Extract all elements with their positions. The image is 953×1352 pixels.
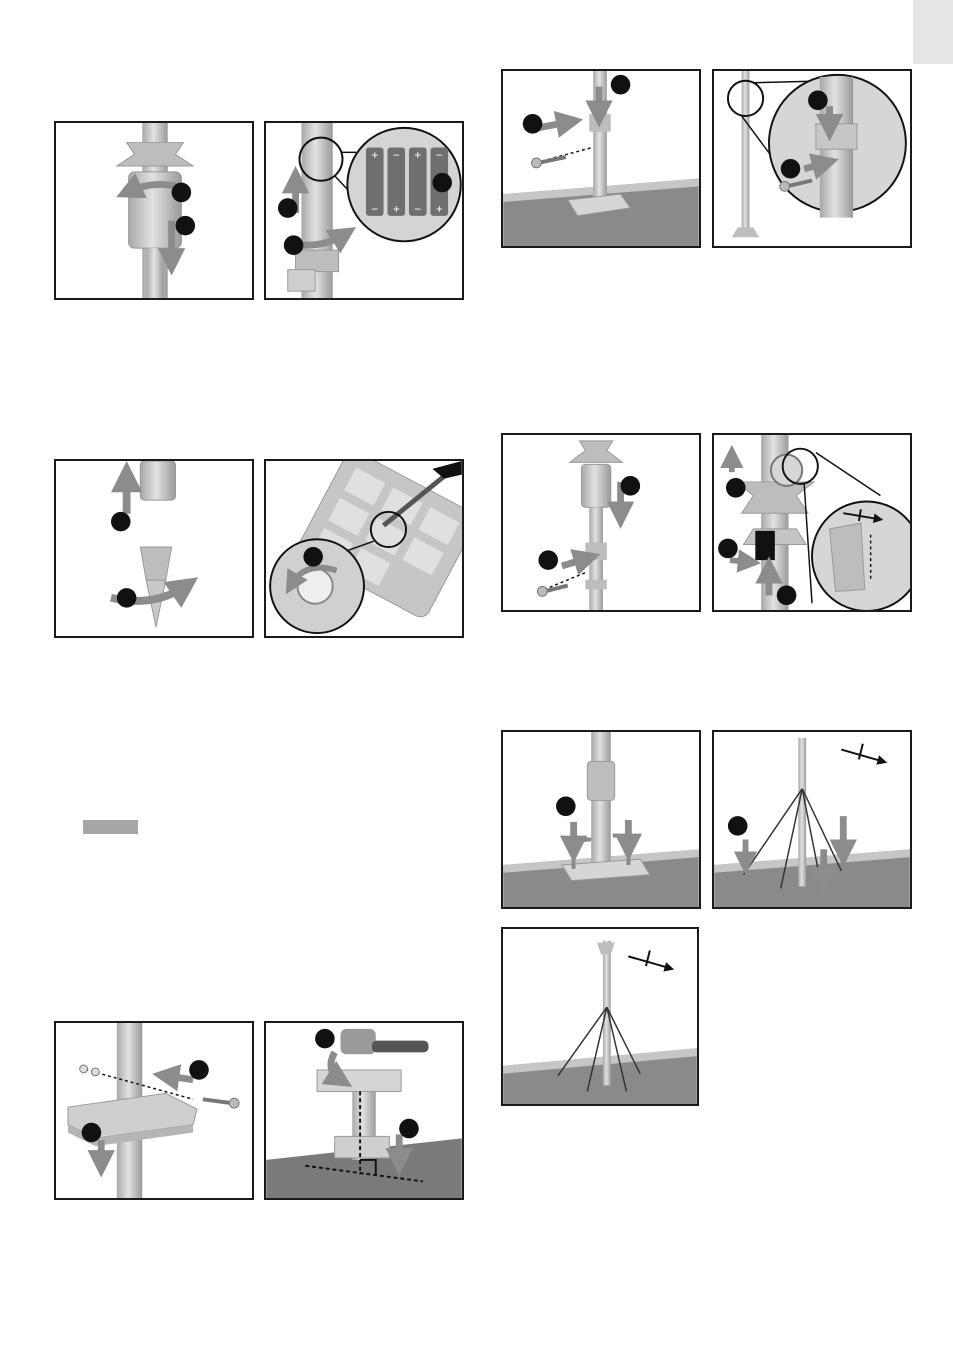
grey-label-bar (83, 820, 138, 834)
svg-text:−: − (436, 149, 443, 162)
svg-text:−: − (371, 203, 378, 216)
panel-10 (712, 433, 912, 612)
panel-9 (501, 433, 701, 612)
panel-1 (54, 121, 254, 300)
panel-2: + − + − − + − + (264, 121, 464, 300)
svg-text:−: − (414, 203, 421, 216)
panel-6 (264, 1021, 464, 1200)
svg-text:+: + (414, 149, 421, 162)
svg-text:+: + (393, 203, 400, 216)
panel-13 (501, 927, 699, 1106)
svg-text:+: + (371, 149, 378, 162)
svg-text:+: + (436, 203, 443, 216)
step-badge (176, 216, 196, 236)
panel-7 (501, 69, 701, 248)
north-arrow-icon (841, 744, 882, 762)
svg-text:−: − (393, 149, 400, 162)
panel-11 (501, 730, 701, 909)
hammer-icon (341, 1029, 429, 1054)
north-arrow-icon (628, 951, 669, 969)
panel-3 (54, 459, 254, 638)
page-tab (913, 0, 953, 64)
panel-4 (264, 459, 464, 638)
panel-12 (712, 730, 912, 909)
bolt-icon (537, 586, 567, 597)
bolt-icon (203, 1098, 239, 1108)
step-badge (172, 183, 192, 203)
panel-8 (712, 69, 912, 248)
panel-5 (54, 1021, 254, 1200)
